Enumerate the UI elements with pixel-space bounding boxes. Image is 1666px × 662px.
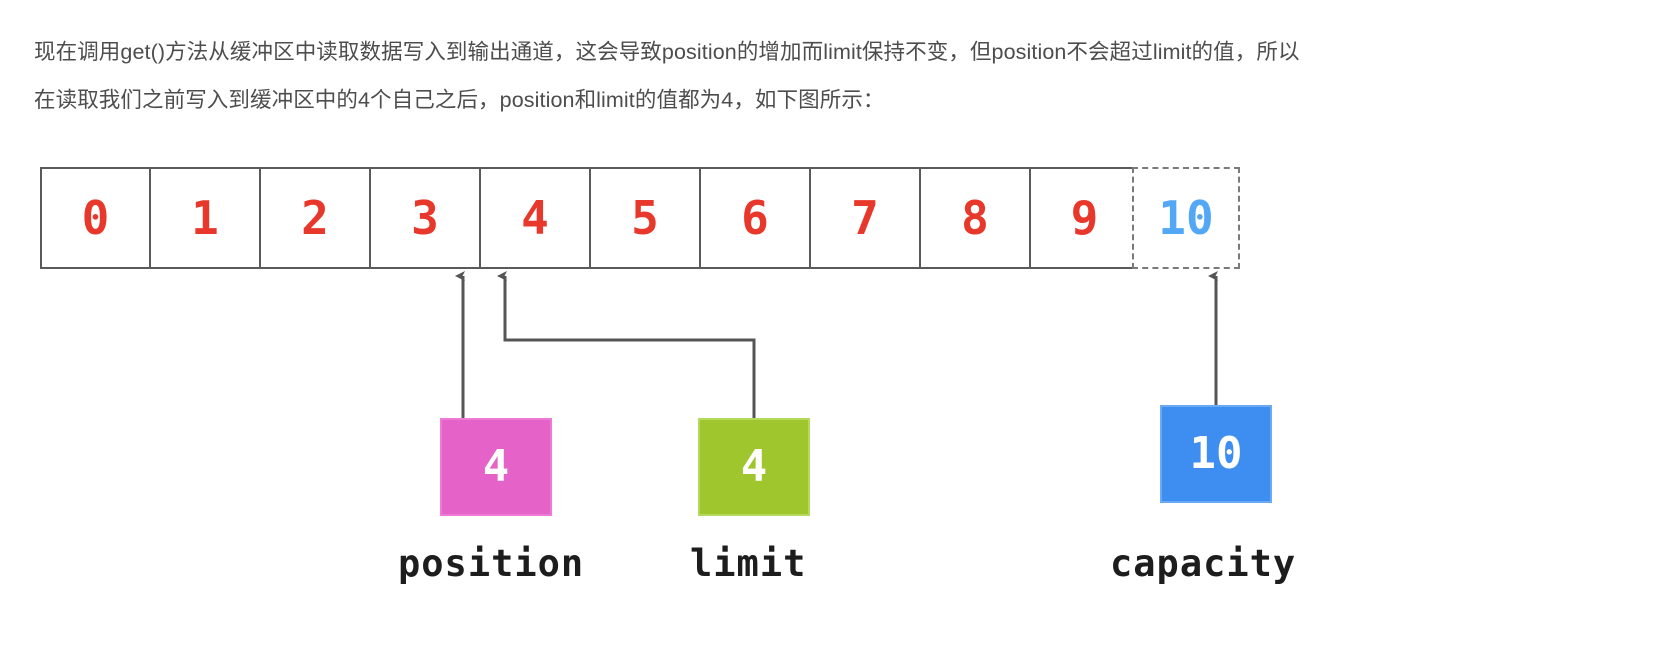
capacity-label: capacity bbox=[1110, 542, 1297, 585]
buffer-cell[interactable]: 5 bbox=[590, 167, 700, 269]
buffer-cell-row: 0 1 2 3 4 5 6 7 8 9 bbox=[40, 167, 1140, 269]
position-value-box[interactable]: 4 bbox=[440, 418, 552, 516]
buffer-cell[interactable]: 8 bbox=[920, 167, 1030, 269]
buffer-cell[interactable]: 2 bbox=[260, 167, 370, 269]
article-text: 现在调用get()方法从缓冲区中读取数据写入到输出通道，这会导致position… bbox=[0, 0, 1666, 124]
buffer-cell[interactable]: 7 bbox=[810, 167, 920, 269]
buffer-cell[interactable]: 9 bbox=[1030, 167, 1140, 269]
paragraph-1: 现在调用get()方法从缓冲区中读取数据写入到输出通道，这会导致position… bbox=[34, 40, 1300, 64]
paragraph-2: 在读取我们之前写入到缓冲区中的4个自己之后，position和limit的值都为… bbox=[34, 88, 885, 112]
buffer-cell[interactable]: 4 bbox=[480, 167, 590, 269]
buffer-cell[interactable]: 3 bbox=[370, 167, 480, 269]
buffer-cell[interactable]: 1 bbox=[150, 167, 260, 269]
position-label: position bbox=[398, 542, 585, 585]
limit-arrow bbox=[497, 271, 756, 418]
limit-label: limit bbox=[690, 542, 807, 585]
buffer-cell-ghost[interactable]: 10 bbox=[1132, 167, 1240, 269]
buffer-cell[interactable]: 6 bbox=[700, 167, 810, 269]
buffer-cell[interactable]: 0 bbox=[40, 167, 150, 269]
capacity-value-box[interactable]: 10 bbox=[1160, 405, 1272, 503]
limit-value-box[interactable]: 4 bbox=[698, 418, 810, 516]
